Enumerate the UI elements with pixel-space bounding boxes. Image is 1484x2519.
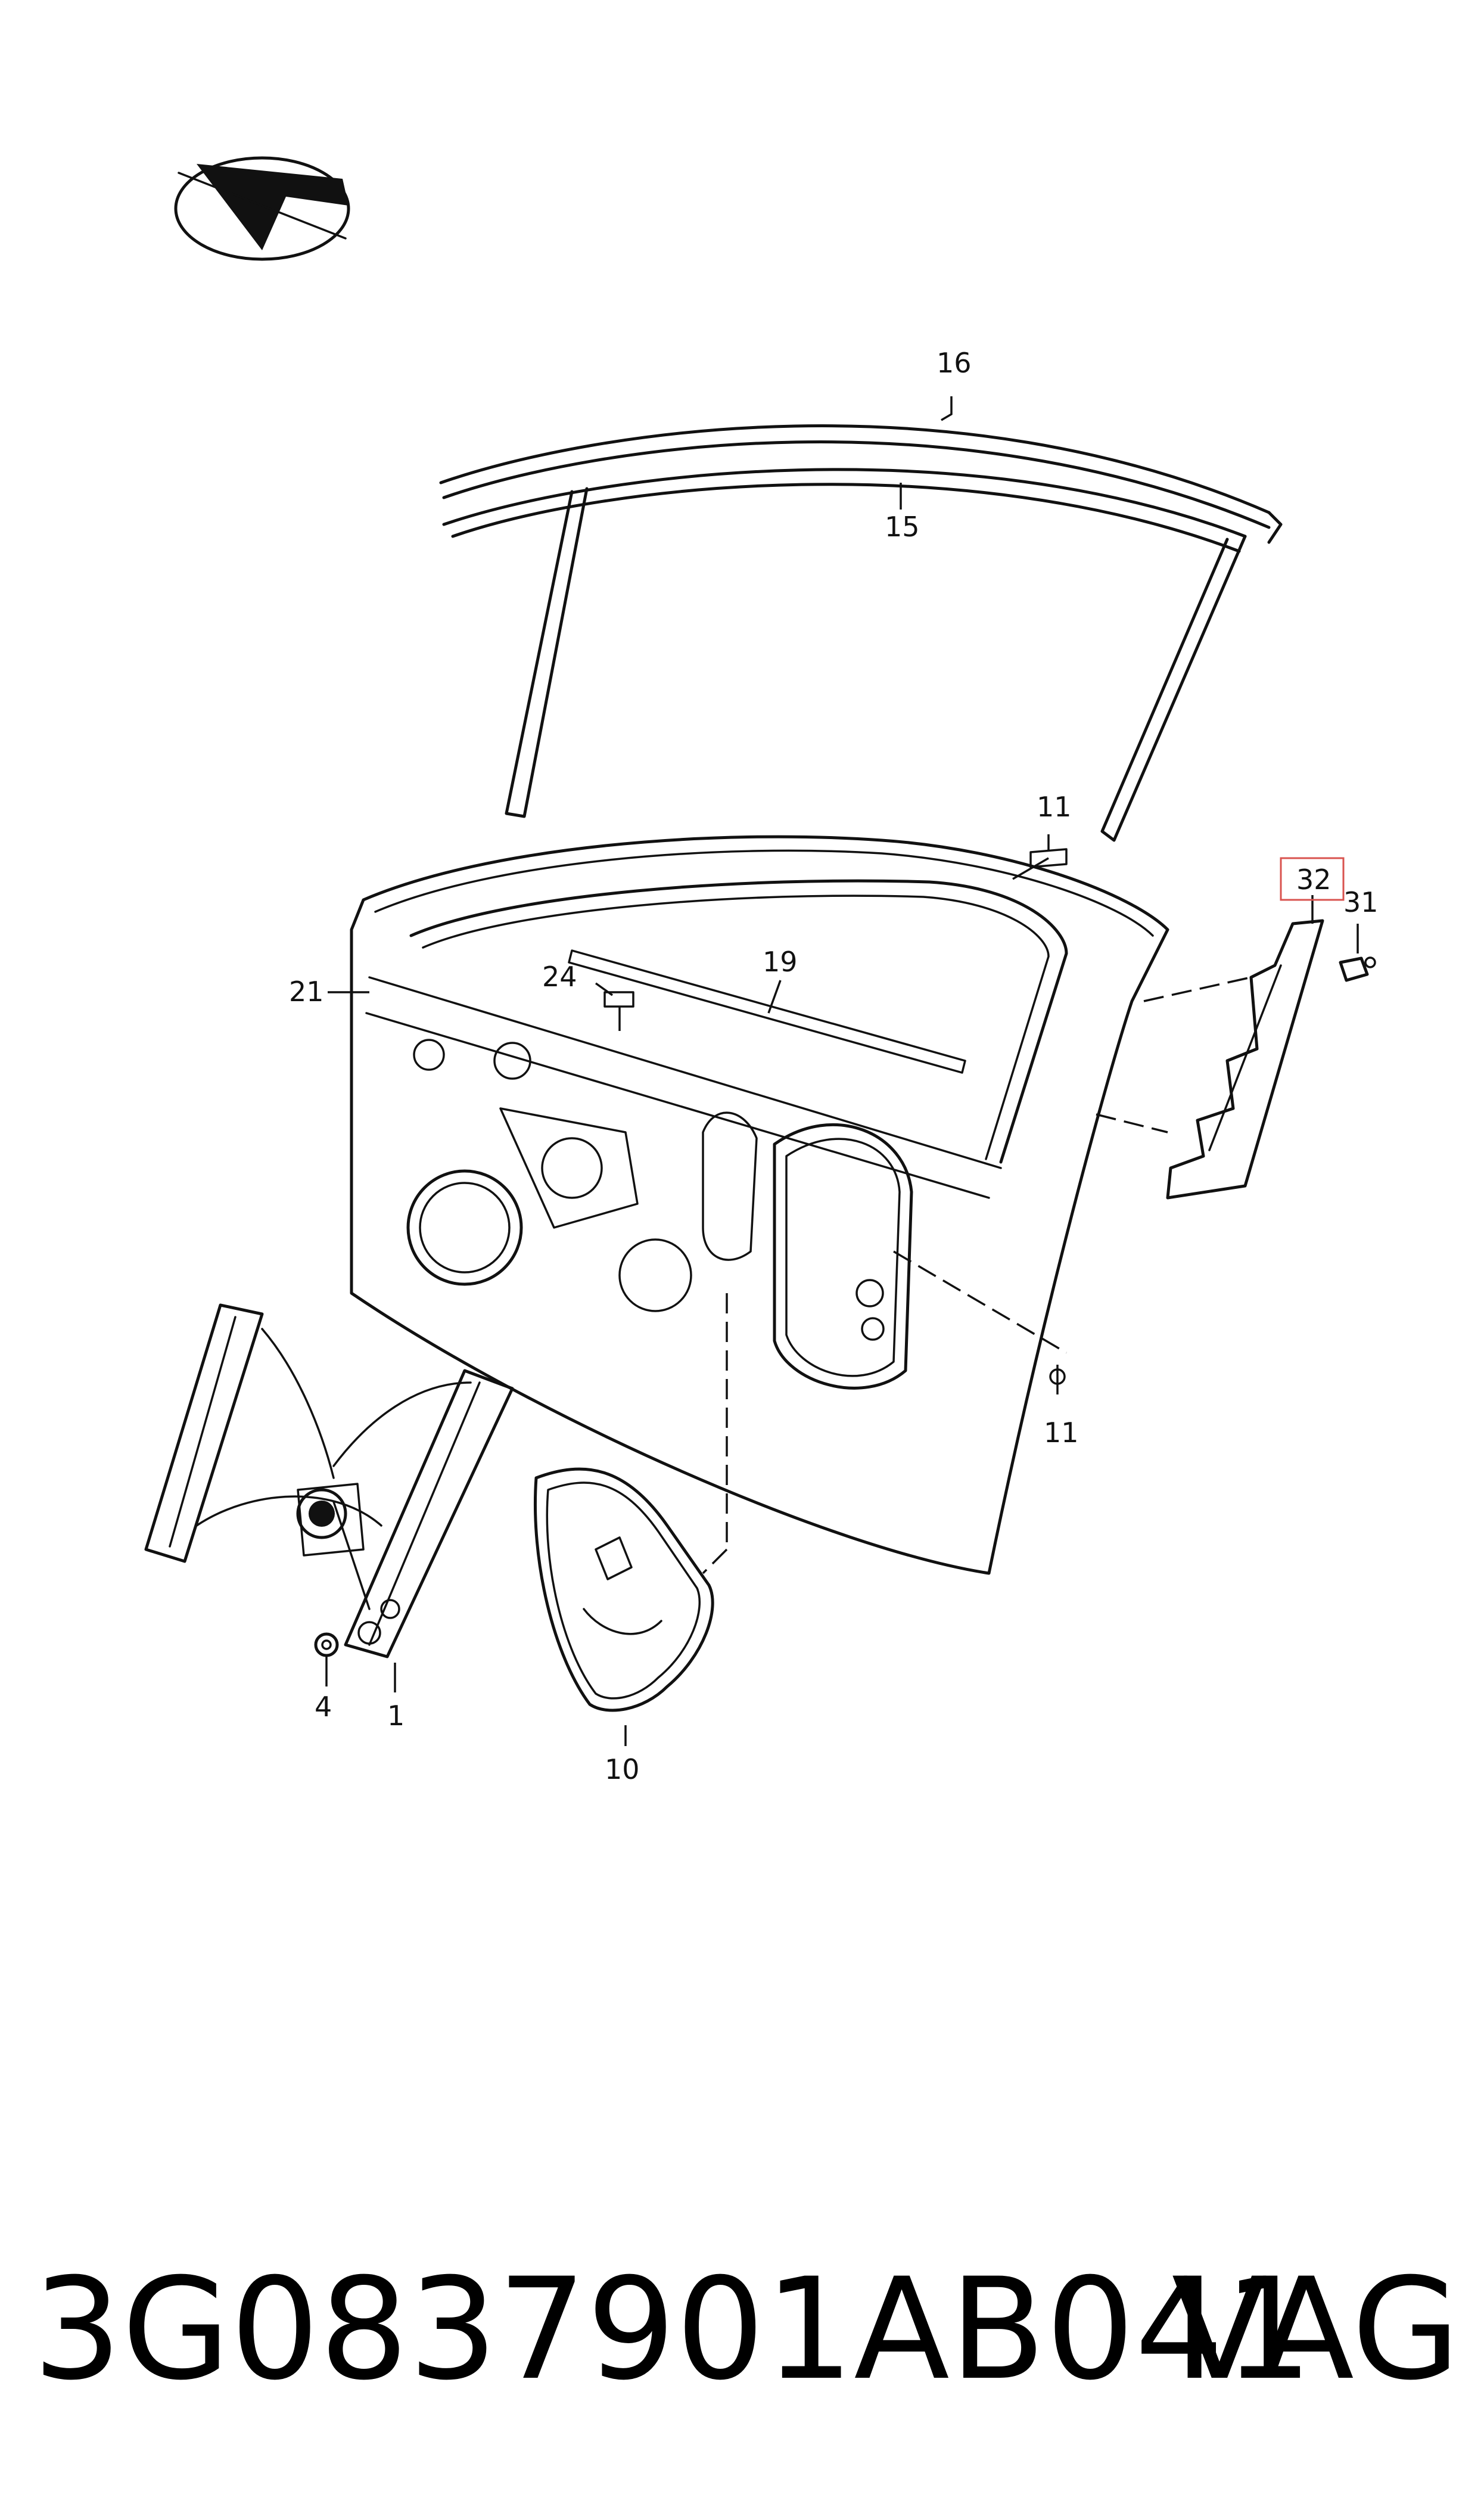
callout-labels: 16 15 11 32 31 19 24 21 11 4 1 10 <box>289 347 1379 1785</box>
trim-strip-32 <box>1166 919 1324 1200</box>
callout-31: 31 <box>1343 886 1379 918</box>
callout-11-top: 11 <box>1037 791 1072 823</box>
callout-19: 19 <box>763 946 798 978</box>
callout-21: 21 <box>289 976 324 1008</box>
door-shell <box>350 835 1169 1575</box>
callout-4: 4 <box>315 1691 332 1723</box>
callout-32-highlight-box <box>1280 857 1345 901</box>
window-regulator <box>144 1303 514 1658</box>
callout-1: 1 <box>387 1700 405 1732</box>
nut-4 <box>314 1632 339 1657</box>
callout-10: 10 <box>605 1753 640 1785</box>
roof-seal-outer <box>439 424 1283 544</box>
door-membrane <box>533 1467 714 1712</box>
window-channel-strip <box>568 949 966 1074</box>
callout-11-bottom: 11 <box>1044 1417 1079 1449</box>
callout-24: 24 <box>542 961 577 993</box>
sticker-top <box>1029 848 1068 868</box>
callout-15: 15 <box>885 511 920 543</box>
label-plate <box>603 991 634 1008</box>
brand-emblem-icon <box>174 156 350 261</box>
brand-name: VAG <box>1171 2248 1460 2411</box>
callout-16: 16 <box>937 347 972 379</box>
window-frame-seal <box>442 468 1247 842</box>
clip-31 <box>1339 956 1376 982</box>
leader-lines <box>325 396 1359 1746</box>
part-number: 3G0837901AB041 <box>33 2248 1313 2411</box>
callout-32: 32 <box>1296 864 1331 896</box>
